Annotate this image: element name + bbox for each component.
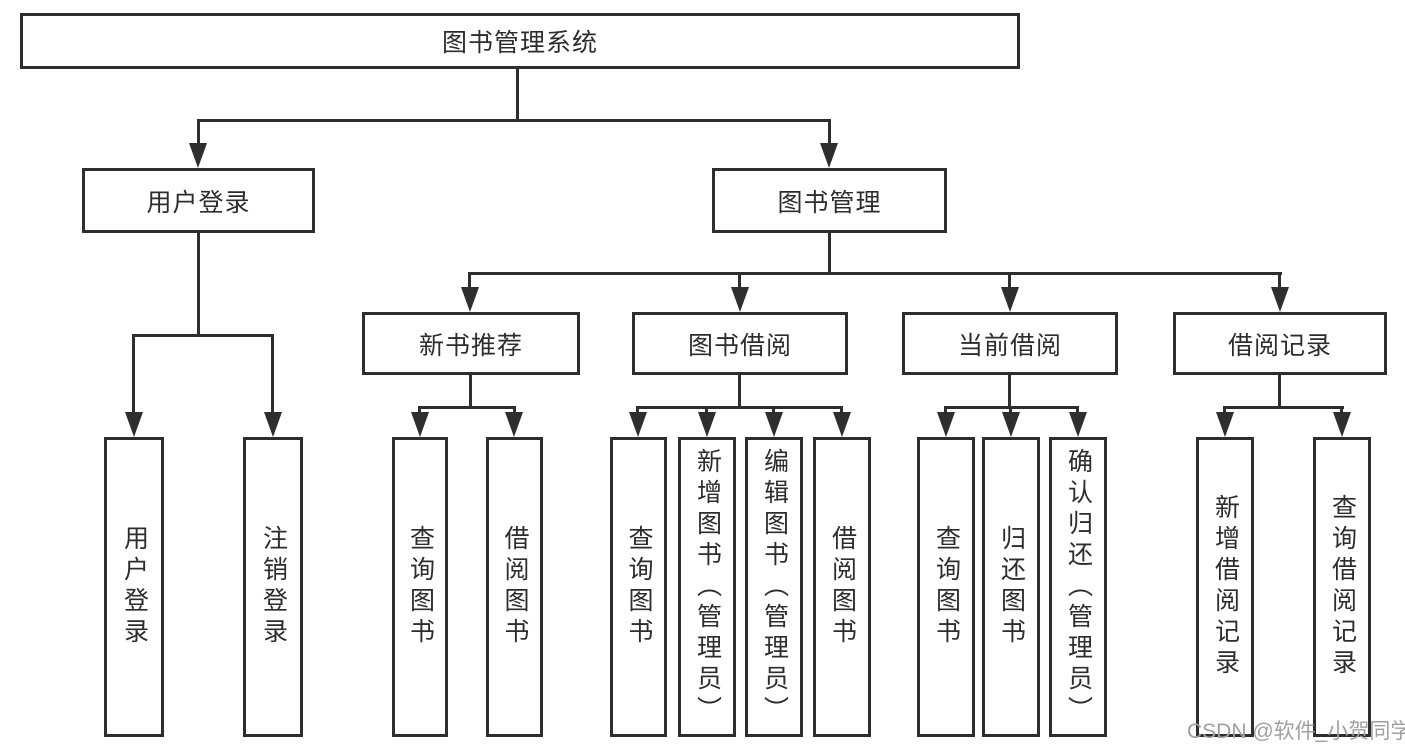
connector-line	[1009, 406, 1012, 414]
node-leaf-query-book-recommend: 查询图书	[392, 437, 448, 737]
connector-line	[1008, 272, 1011, 289]
arrow-down-icon	[505, 412, 523, 437]
node-leaf-add-borrow-record: 新增借阅记录	[1196, 437, 1254, 737]
node-leaf-query-book-borrow: 查询图书	[610, 437, 667, 737]
connector-line	[772, 406, 775, 414]
connector-line	[1076, 406, 1079, 414]
node-borrow-record-label: 借阅记录	[1227, 331, 1332, 360]
watermark: CSDN @软件_小贺同学	[1187, 720, 1405, 743]
arrow-down-icon	[698, 412, 716, 437]
node-leaf-query-book-current-label: 查询图书	[932, 525, 961, 649]
connector-line	[1223, 406, 1344, 409]
connector-line	[828, 233, 831, 275]
connector-line	[840, 406, 843, 414]
connector-line	[944, 406, 947, 414]
arrow-down-icon	[1333, 412, 1351, 437]
arrow-down-icon	[820, 143, 838, 168]
connector-line	[468, 272, 471, 289]
connector-line	[738, 272, 741, 289]
connector-line	[636, 406, 843, 409]
node-current-borrow-label: 当前借阅	[957, 331, 1062, 360]
arrow-down-icon	[937, 412, 955, 437]
node-book-management: 图书管理	[712, 168, 947, 233]
connector-line	[1278, 375, 1281, 409]
node-leaf-borrow-book: 借阅图书	[813, 437, 871, 737]
node-current-borrow: 当前借阅	[902, 312, 1118, 375]
arrow-down-icon	[629, 412, 647, 437]
connector-line	[1340, 406, 1343, 414]
node-leaf-query-borrow-record: 查询借阅记录	[1313, 437, 1371, 737]
arrow-down-icon	[264, 412, 282, 437]
node-leaf-add-book-admin: 新增图书（管理员）	[678, 437, 736, 737]
node-leaf-query-book-recommend-label: 查询图书	[406, 525, 435, 649]
node-book-borrow: 图书借阅	[632, 312, 848, 375]
node-leaf-borrow-book-recommend: 借阅图书	[486, 437, 543, 737]
node-user-login-label: 用户登录	[146, 188, 251, 217]
node-library-system: 图书管理系统	[20, 13, 1020, 69]
node-leaf-edit-book-admin-label: 编辑图书（管理员）	[760, 447, 789, 727]
node-leaf-logout: 注销登录	[243, 437, 303, 737]
arrow-down-icon	[833, 412, 851, 437]
connector-line	[738, 375, 741, 409]
connector-line	[197, 119, 200, 146]
connector-line	[513, 406, 516, 414]
node-borrow-record: 借阅记录	[1173, 312, 1387, 375]
node-leaf-confirm-return-admin: 确认归还（管理员）	[1049, 437, 1107, 737]
node-library-system-label: 图书管理系统	[441, 29, 598, 57]
arrow-down-icon	[189, 143, 207, 168]
node-leaf-query-borrow-record-label: 查询借阅记录	[1328, 494, 1357, 680]
node-leaf-add-borrow-record-label: 新增借阅记录	[1211, 494, 1240, 680]
node-book-borrow-label: 图书借阅	[687, 331, 792, 360]
node-book-management-label: 图书管理	[777, 188, 882, 217]
node-leaf-confirm-return-admin-label: 确认归还（管理员）	[1064, 447, 1093, 727]
connector-line	[418, 406, 516, 409]
connector-line	[197, 119, 831, 122]
node-leaf-logout-label: 注销登录	[259, 525, 288, 649]
node-leaf-borrow-book-label: 借阅图书	[828, 525, 857, 649]
node-leaf-return-book: 归还图书	[982, 437, 1040, 737]
connector-line	[418, 406, 421, 414]
arrow-down-icon	[1002, 412, 1020, 437]
node-leaf-user-login-label: 用户登录	[120, 525, 149, 649]
connector-line	[132, 334, 135, 414]
connector-line	[132, 334, 274, 337]
node-new-book-recommend: 新书推荐	[362, 312, 580, 375]
arrow-down-icon	[1001, 287, 1019, 312]
node-leaf-add-book-admin-label: 新增图书（管理员）	[693, 447, 722, 727]
arrow-down-icon	[1069, 412, 1087, 437]
node-leaf-borrow-book-recommend-label: 借阅图书	[501, 525, 529, 649]
node-user-login: 用户登录	[82, 168, 315, 233]
node-new-book-recommend-label: 新书推荐	[418, 331, 523, 360]
connector-line	[469, 375, 472, 409]
arrow-down-icon	[125, 412, 143, 437]
connector-line	[468, 272, 1282, 275]
arrow-down-icon	[461, 287, 479, 312]
node-leaf-edit-book-admin: 编辑图书（管理员）	[745, 437, 803, 737]
node-leaf-user-login: 用户登录	[104, 437, 164, 737]
arrow-down-icon	[731, 287, 749, 312]
connector-line	[705, 406, 708, 414]
node-leaf-query-book-current: 查询图书	[917, 437, 975, 737]
connector-line	[197, 233, 200, 337]
connector-line	[1278, 272, 1281, 289]
arrow-down-icon	[411, 412, 429, 437]
connector-line	[516, 69, 519, 122]
node-leaf-return-book-label: 归还图书	[997, 525, 1026, 649]
connector-line	[828, 119, 831, 146]
connector-line	[1008, 375, 1011, 409]
connector-line	[636, 406, 639, 414]
arrow-down-icon	[765, 412, 783, 437]
arrow-down-icon	[1216, 412, 1234, 437]
connector-line	[271, 334, 274, 414]
node-leaf-query-book-borrow-label: 查询图书	[625, 525, 653, 649]
arrow-down-icon	[1271, 287, 1289, 312]
connector-line	[1223, 406, 1226, 414]
